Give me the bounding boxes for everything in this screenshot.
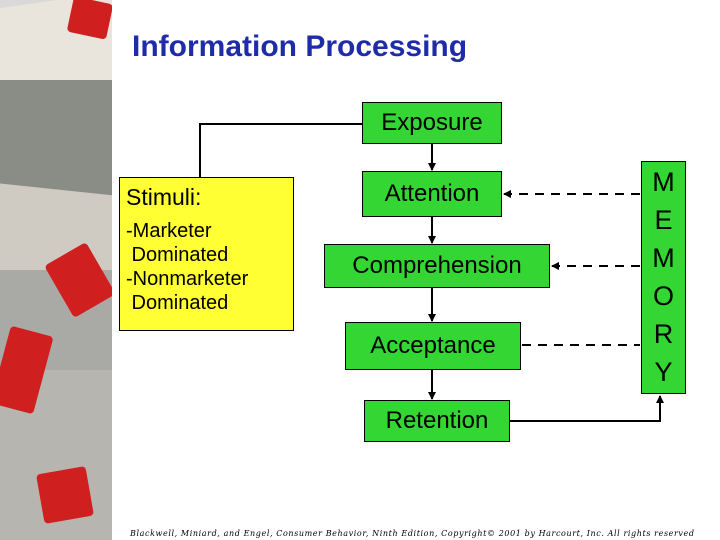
comprehension-box: Comprehension (324, 244, 550, 288)
memory-letter: E (654, 205, 673, 236)
stimuli-line: -Nonmarketer (126, 268, 249, 290)
retention-to-memory-arrow (510, 395, 664, 422)
memory-letter: Y (654, 356, 673, 387)
retention-box: Retention (364, 400, 510, 442)
stimuli-box: Stimuli: -Marketer Dominated -Nonmarkete… (119, 177, 294, 331)
stimuli-to-exposure-line (199, 123, 362, 177)
stimuli-line: Dominated (126, 292, 229, 314)
attention-box: Attention (362, 171, 502, 217)
memory-letter: M (652, 167, 675, 198)
acceptance-box: Acceptance (345, 322, 521, 370)
memory-letter: M (652, 243, 675, 274)
coupon-collage-image (0, 0, 112, 540)
stimuli-line: -Marketer (126, 220, 212, 242)
exposure-box: Exposure (362, 102, 502, 144)
memory-letter: R (653, 318, 674, 349)
stimuli-line: Dominated (126, 244, 229, 266)
memory-box: M E M O R Y (641, 161, 686, 394)
slide-title: Information Processing (132, 30, 468, 63)
copyright-footer: Blackwell, Miniard, and Engel, Consumer … (130, 529, 695, 538)
memory-letter: O (652, 280, 674, 311)
stimuli-heading: Stimuli: (126, 184, 202, 210)
